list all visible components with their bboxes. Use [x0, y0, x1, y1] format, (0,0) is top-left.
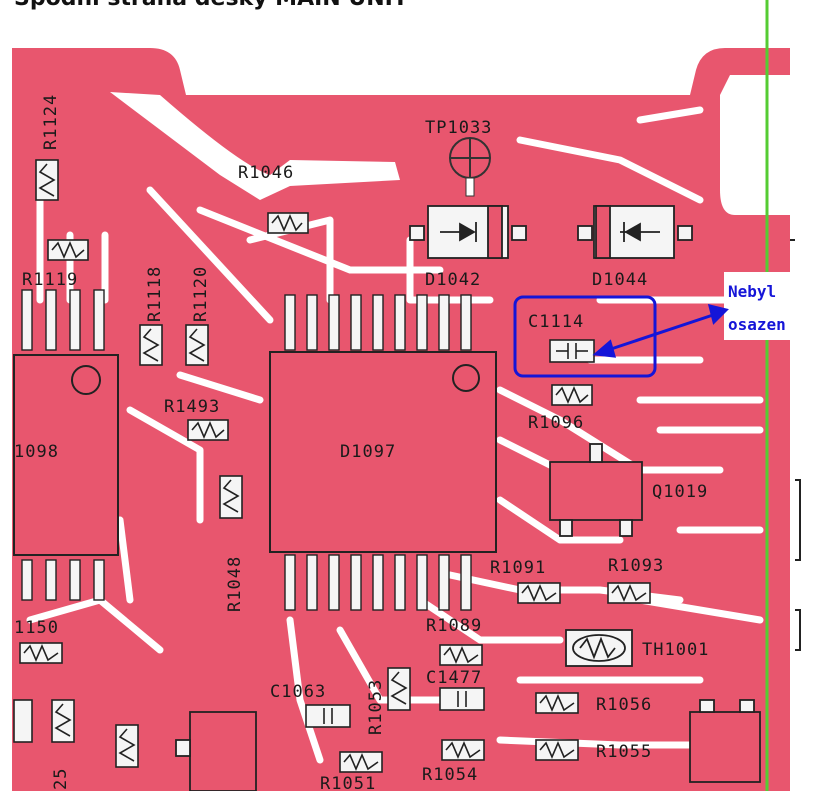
capacitor-c1114	[549, 339, 595, 363]
label-r1120: R1120	[191, 266, 211, 322]
label-r1119: R1119	[22, 270, 78, 290]
label-q1019: Q1019	[652, 482, 708, 502]
resistor-r1150	[19, 642, 63, 664]
resistor-r1048	[219, 475, 243, 519]
resistor-r1054	[441, 739, 485, 761]
resistor-r1089	[439, 644, 483, 666]
capacitor-symbols	[305, 339, 595, 728]
resistor-r1046	[267, 212, 309, 234]
ic-1098	[13, 289, 119, 601]
page-title: Spodní strana desky MAIN UNIT	[14, 0, 408, 11]
thermistor-th1001	[565, 629, 633, 667]
right-connector-marks	[790, 239, 801, 651]
resistor-misc-left2	[13, 699, 33, 743]
label-c1114: C1114	[528, 312, 584, 332]
resistor-r1118	[139, 324, 163, 366]
test-point-tp1033	[449, 137, 491, 197]
capacitor-c1477	[439, 687, 485, 711]
ic-lower	[175, 699, 761, 791]
resistor-r25	[51, 699, 75, 743]
label-r1150: 1150	[14, 618, 59, 638]
label-r1051: R1051	[320, 774, 376, 791]
ic-d1097	[269, 294, 497, 611]
label-r1124: R1124	[41, 94, 61, 150]
diode-d1044	[577, 205, 693, 259]
annotation-text-line2: osazen	[728, 315, 786, 334]
label-d1044: D1044	[592, 270, 648, 290]
annotation-background	[724, 272, 834, 340]
resistor-r1055	[535, 739, 579, 761]
label-th1001: TH1001	[642, 640, 709, 660]
resistor-r1119	[47, 239, 89, 261]
resistor-misc-left	[115, 724, 139, 768]
resistor-r1056	[535, 692, 579, 714]
resistor-r1120	[185, 324, 209, 366]
label-r1093: R1093	[608, 556, 664, 576]
label-r1056: R1056	[596, 695, 652, 715]
label-c1063: C1063	[270, 682, 326, 702]
annotation-text-line1: Nebyl	[728, 282, 776, 301]
label-tp1033: TP1033	[425, 118, 492, 138]
label-r1493: R1493	[164, 397, 220, 417]
highlight-box-c1114	[513, 295, 657, 378]
component-labels: TP1033 R1046 R1124 R1119 R1118 R1120 D10…	[14, 94, 709, 791]
label-c1477: C1477	[426, 668, 482, 688]
resistor-symbols	[13, 159, 651, 773]
label-r1089: R1089	[426, 616, 482, 636]
resistor-r1053	[387, 667, 411, 711]
label-r1118: R1118	[145, 266, 165, 322]
resistor-r1096	[551, 384, 593, 406]
label-d1097: D1097	[340, 442, 396, 462]
label-r1055: R1055	[596, 742, 652, 762]
resistor-r1493	[187, 419, 229, 441]
resistor-r1091	[517, 582, 561, 604]
label-d1042: D1042	[425, 270, 481, 290]
label-r1096: R1096	[528, 413, 584, 433]
label-r25: 25	[51, 768, 71, 790]
diode-d1042	[409, 205, 527, 259]
label-ic1098: 1098	[14, 442, 59, 462]
resistor-r1093	[607, 582, 651, 604]
annotation-arrow	[592, 303, 729, 358]
resistor-r1051	[339, 751, 383, 773]
label-r1054: R1054	[422, 765, 478, 785]
transistor-q1019	[549, 443, 643, 537]
board-cutouts	[14, 75, 790, 215]
annotation: Nebyl osazen	[728, 282, 786, 334]
label-r1053: R1053	[366, 679, 386, 735]
label-r1048: R1048	[225, 556, 245, 612]
label-r1091: R1091	[490, 558, 546, 578]
label-r1046: R1046	[238, 163, 294, 183]
capacitor-c1063	[305, 704, 351, 728]
resistor-r1124	[35, 159, 59, 201]
